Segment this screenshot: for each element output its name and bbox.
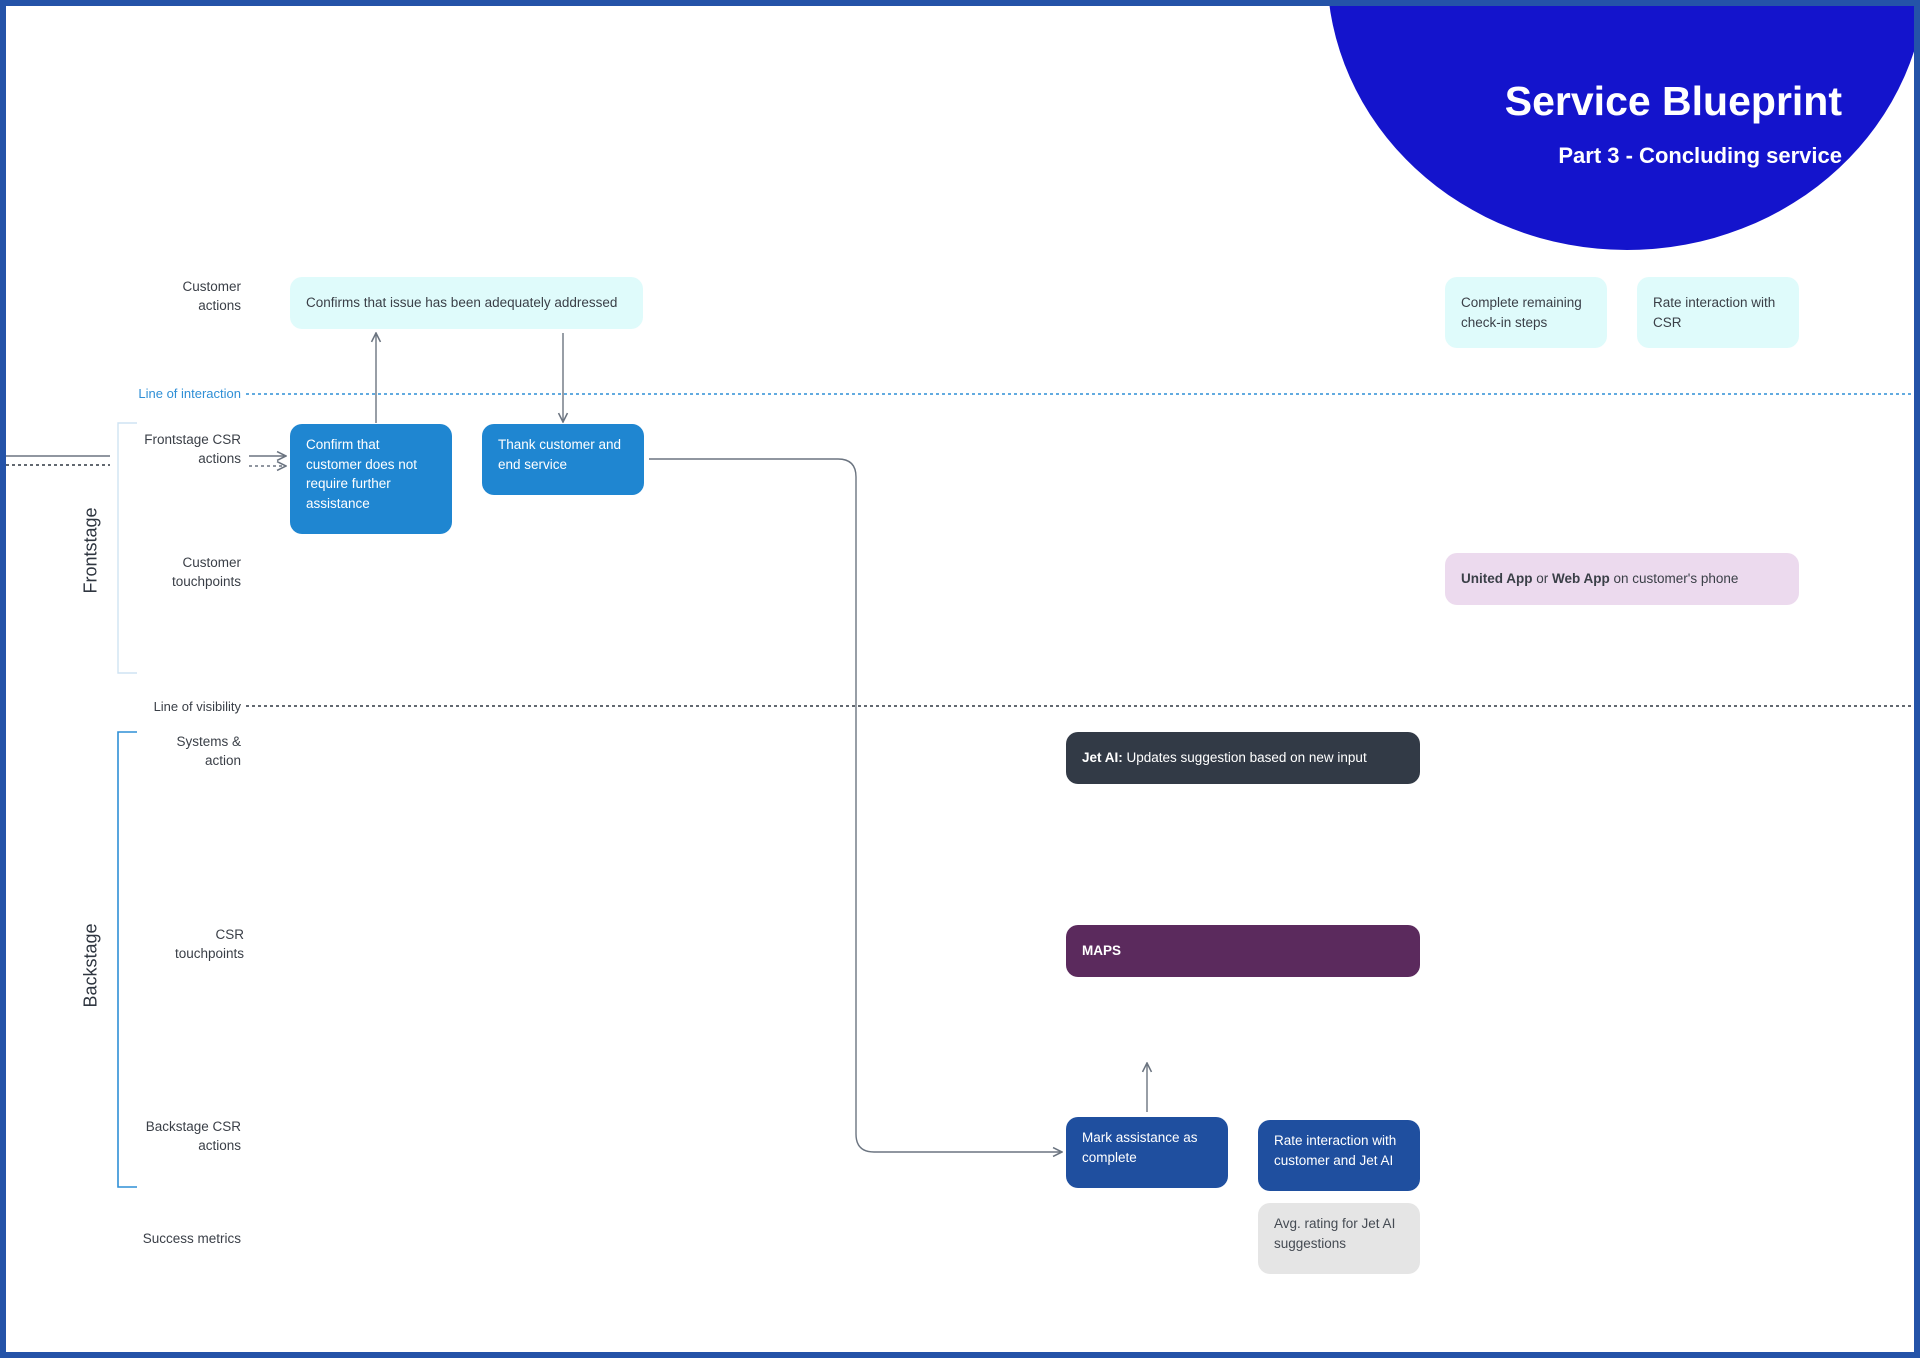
backstage-bracket [117,731,137,1188]
touchpoint-web-app: Web App [1552,571,1610,587]
card-confirm-no-further-assistance[interactable]: Confirm that customer does not require f… [290,424,452,534]
card-avg-rating-metric[interactable]: Avg. rating for Jet AI suggestions [1258,1203,1420,1274]
card-rate-customer-jet-ai[interactable]: Rate interaction with customer and Jet A… [1258,1120,1420,1191]
arrow-thank-to-mark-complete [649,458,1062,1152]
touchpoint-rest: on customer's phone [1609,571,1739,587]
frontstage-bracket [117,422,137,674]
row-label-customer-touchpoints: Customer touchpoints [171,555,241,589]
line-of-visibility-label: Line of visibility [153,699,241,714]
row-label-systems: Systems & action [176,734,241,768]
jet-ai-text: Updates suggestion based on new input [1122,750,1367,766]
card-rate-csr[interactable]: Rate interaction with CSR [1637,277,1799,348]
row-label-frontstage-csr: Frontstage CSR actions [144,432,241,466]
touchpoint-or: or [1532,571,1553,587]
row-label-customer-actions: Customer actions [182,279,241,313]
card-thank-customer[interactable]: Thank customer and end service [482,424,644,495]
line-of-interaction-label: Line of interaction [138,386,241,401]
jet-ai-label: Jet AI: [1082,750,1123,766]
card-customer-touchpoint-app[interactable]: United App or Web App on customer's phon… [1445,553,1799,605]
card-complete-checkin[interactable]: Complete remaining check-in steps [1445,277,1607,348]
card-confirms-issue[interactable]: Confirms that issue has been adequately … [290,277,643,329]
row-label-success-metrics: Success metrics [142,1231,241,1246]
page-subtitle: Part 3 - Concluding service [1558,143,1842,168]
row-label-backstage-csr: Backstage CSR actions [145,1119,241,1153]
row-label-csr-touchpoints: CSR touchpoints [174,927,244,961]
card-mark-assistance-complete[interactable]: Mark assistance as complete [1066,1117,1228,1188]
touchpoint-united-app: United App [1461,571,1533,587]
page-title: Service Blueprint [1504,78,1842,124]
card-maps[interactable]: MAPS [1066,925,1420,977]
card-jet-ai-system[interactable]: Jet AI: Updates suggestion based on new … [1066,732,1420,784]
